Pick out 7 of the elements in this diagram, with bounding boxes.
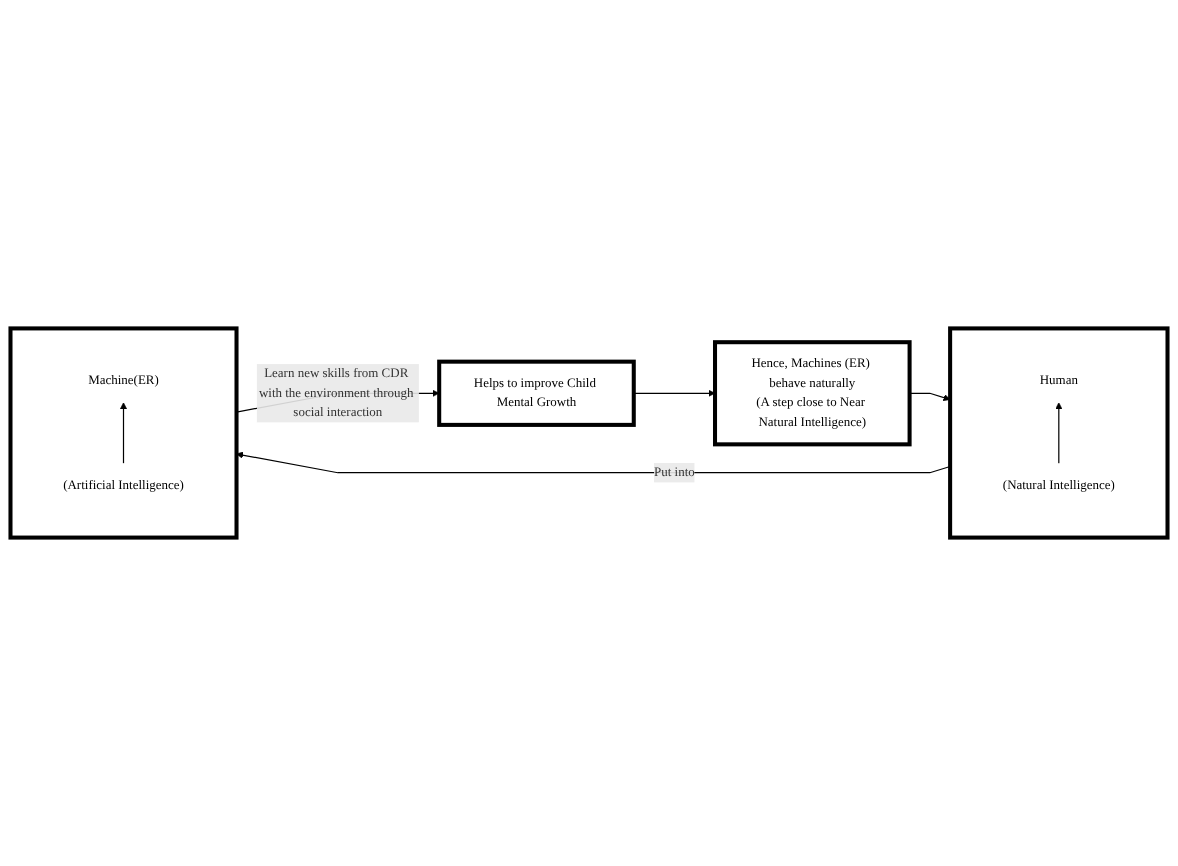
arrow: [236, 451, 951, 474]
arrow: [909, 392, 951, 402]
arrow: [633, 389, 716, 397]
arrow: [119, 402, 128, 464]
cluster: [8, 326, 239, 540]
arrow: [1055, 402, 1063, 464]
cluster: [948, 326, 1170, 540]
